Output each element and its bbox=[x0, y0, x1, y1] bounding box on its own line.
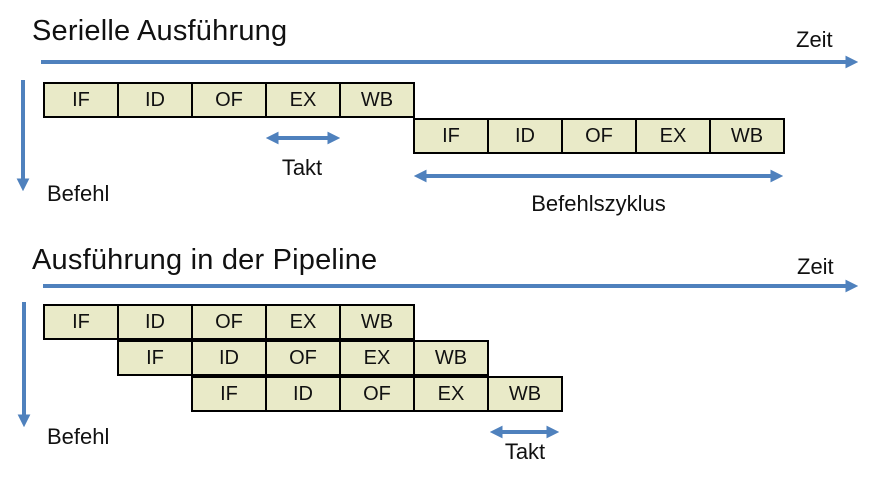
instruction-axis-label: Befehl bbox=[47, 424, 110, 449]
stage-row: IF ID OF EX WB bbox=[43, 82, 415, 118]
stage-cell: OF bbox=[193, 84, 267, 116]
stage-cell: ID bbox=[119, 306, 193, 338]
stage-cell: IF bbox=[45, 306, 119, 338]
stage-cell: EX bbox=[341, 342, 415, 374]
takt-label: Takt bbox=[281, 155, 323, 180]
stage-row: IF ID OF EX WB bbox=[413, 118, 785, 154]
stage-row: IF ID OF EX WB bbox=[117, 340, 489, 376]
instruction-axis-label: Befehl bbox=[47, 181, 110, 206]
stage-cell: OF bbox=[563, 120, 637, 152]
stage-cell: WB bbox=[341, 84, 413, 116]
stage-cell: WB bbox=[711, 120, 783, 152]
stage-cell: WB bbox=[415, 342, 487, 374]
stage-cell: ID bbox=[119, 84, 193, 116]
stage-cell: WB bbox=[489, 378, 561, 410]
time-axis-label: Zeit bbox=[797, 254, 834, 279]
stage-cell: EX bbox=[267, 84, 341, 116]
stage-cell: ID bbox=[489, 120, 563, 152]
section-title: Serielle Ausführung bbox=[32, 15, 288, 47]
stage-cell: IF bbox=[119, 342, 193, 374]
stage-row: IF ID OF EX WB bbox=[191, 376, 563, 412]
stage-row: IF ID OF EX WB bbox=[43, 304, 415, 340]
cycle-label: Befehlszyklus bbox=[531, 191, 666, 216]
time-axis-label: Zeit bbox=[796, 27, 833, 52]
stage-cell: EX bbox=[637, 120, 711, 152]
stage-cell: IF bbox=[45, 84, 119, 116]
stage-cell: EX bbox=[415, 378, 489, 410]
stage-cell: ID bbox=[267, 378, 341, 410]
stage-cell: WB bbox=[341, 306, 413, 338]
stage-cell: OF bbox=[193, 306, 267, 338]
section-title: Ausführung in der Pipeline bbox=[32, 244, 378, 276]
takt-label: Takt bbox=[504, 439, 546, 464]
stage-cell: EX bbox=[267, 306, 341, 338]
stage-cell: ID bbox=[193, 342, 267, 374]
stage-cell: OF bbox=[341, 378, 415, 410]
stage-cell: IF bbox=[193, 378, 267, 410]
stage-cell: OF bbox=[267, 342, 341, 374]
stage-cell: IF bbox=[415, 120, 489, 152]
